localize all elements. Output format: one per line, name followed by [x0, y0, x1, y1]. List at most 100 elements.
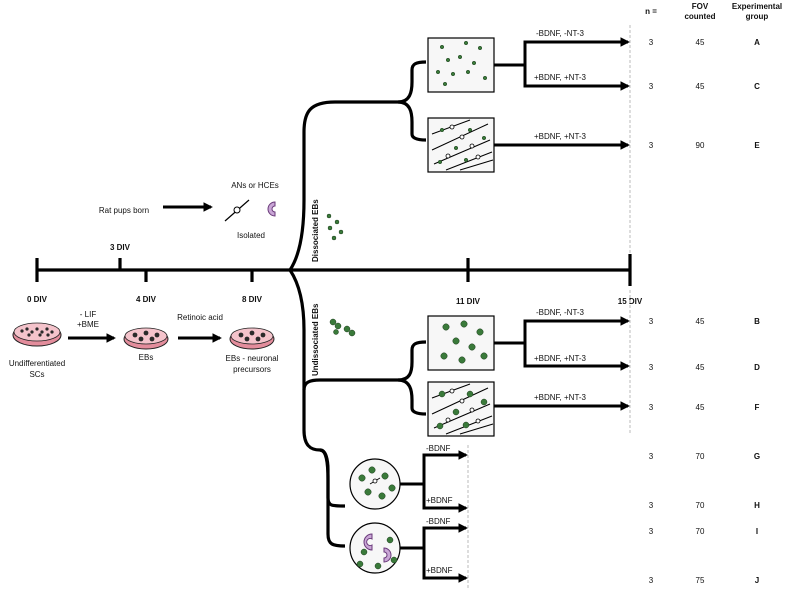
table-header: n = FOV counted Experimental group — [645, 2, 782, 21]
row-g-fov: 70 — [696, 452, 705, 461]
row-g-n: 3 — [649, 452, 654, 461]
dissociated-branch — [288, 100, 398, 271]
row-e-n: 3 — [649, 141, 654, 150]
undifferentiated-label-line2: SCs — [29, 370, 44, 379]
row-a-fov: 45 — [696, 38, 705, 47]
petri-dish-undifferentiated — [12, 322, 62, 347]
row-j-fov: 75 — [696, 576, 705, 585]
petri-dish-ebs — [123, 327, 169, 350]
ebs-label: EBs — [139, 353, 154, 362]
table-row: 3 70 H — [649, 501, 760, 510]
label-4-div: 4 DIV — [136, 295, 157, 304]
row-f-fov: 45 — [696, 403, 705, 412]
row-i-fov: 70 — [696, 527, 705, 536]
group-header-line1: Experimental — [732, 2, 782, 11]
n-header: n = — [645, 7, 657, 16]
rat-pups-section: Rat pups born ANs or HCEs Isolated — [99, 181, 279, 240]
row-d-group: D — [754, 363, 760, 372]
row-c-group: C — [754, 82, 760, 91]
row-g-group: G — [754, 452, 760, 461]
row-e-fov: 90 — [696, 141, 705, 150]
table-row: 3 70 G — [649, 452, 760, 461]
treatment-d: +BDNF, +NT-3 — [534, 354, 587, 363]
treatment-arrows: -BDNF, -NT-3 +BDNF, +NT-3 +BDNF, +NT-3 -… — [400, 29, 630, 583]
treatment-a: -BDNF, -NT-3 — [536, 29, 585, 38]
ans-hces-label: ANs or HCEs — [231, 181, 279, 190]
explant-circle-an — [349, 458, 401, 510]
table-row: 3 70 I — [649, 527, 758, 536]
table-rows: 3 45 A 3 45 C 3 90 E 3 45 B 3 45 D 3 45 … — [649, 38, 761, 585]
fov-header-line1: FOV — [692, 2, 709, 11]
arrow-h — [422, 484, 468, 513]
label-3-div: 3 DIV — [110, 243, 131, 252]
label-0-div: 0 DIV — [27, 295, 48, 304]
box-dissociated-fibers — [427, 117, 495, 173]
arrow-g — [422, 450, 468, 484]
row-d-fov: 45 — [696, 363, 705, 372]
arrow-a — [523, 37, 630, 65]
treatment-h: +BDNF — [426, 496, 453, 505]
treatment-g: -BDNF — [426, 444, 451, 453]
treatment-i: -BDNF — [426, 517, 451, 526]
table-row: 3 90 E — [649, 141, 761, 150]
hair-cell-explant-icon — [267, 201, 276, 217]
isolated-label: Isolated — [237, 231, 265, 240]
box-undissociated-plain — [427, 315, 495, 371]
arrow-d — [523, 343, 630, 371]
table-row: 3 45 D — [649, 363, 760, 372]
row-h-n: 3 — [649, 501, 654, 510]
petri-dish-precursors — [229, 327, 275, 350]
group-header-line2: group — [746, 12, 769, 21]
box-undissociated-fibers — [427, 381, 495, 437]
row-j-group: J — [755, 576, 759, 585]
row-b-group: B — [754, 317, 760, 326]
dissociated-ebs-label: Dissociated EBs — [311, 199, 320, 262]
row-e-group: E — [754, 141, 760, 150]
precursors-label-line1: EBs - neuronal — [226, 354, 279, 363]
lif-label: - LIF — [80, 310, 97, 319]
row-i-n: 3 — [649, 527, 654, 536]
culture-steps: Undifferentiated SCs - LIF +BME EBs Reti… — [9, 310, 279, 379]
row-i-group: I — [756, 527, 758, 536]
box-dissociated-plain — [427, 37, 495, 93]
rat-pups-label: Rat pups born — [99, 206, 149, 215]
label-11-div: 11 DIV — [456, 297, 481, 306]
row-c-n: 3 — [649, 82, 654, 91]
row-a-group: A — [754, 38, 760, 47]
treatment-b: -BDNF, -NT-3 — [536, 308, 585, 317]
branch-lines: Dissociated EBs Undissociated EBs — [288, 60, 427, 548]
row-h-group: H — [754, 501, 760, 510]
fov-header-line2: counted — [684, 12, 715, 21]
brace-b-bottom — [397, 378, 427, 416]
brace-a-bottom — [397, 100, 427, 142]
explant-brace-top — [319, 448, 346, 508]
table-row: 3 75 J — [649, 576, 759, 585]
row-b-fov: 45 — [696, 317, 705, 326]
precursors-label-line2: precursors — [233, 365, 271, 374]
dissociated-cells-decor — [326, 213, 344, 241]
table-row: 3 45 B — [649, 317, 760, 326]
explant-circle-hce — [349, 522, 401, 574]
table-row: 3 45 C — [649, 82, 760, 91]
timeline: 0 DIV 3 DIV 4 DIV 8 DIV 11 DIV 15 DIV — [27, 243, 643, 306]
row-f-group: F — [755, 403, 760, 412]
explant-brace-bottom — [319, 448, 346, 548]
row-j-n: 3 — [649, 576, 654, 585]
arrow-b — [523, 316, 630, 343]
undissociated-branch — [288, 269, 321, 452]
brace-b-top — [302, 340, 427, 391]
undissociated-cells-decor — [329, 318, 356, 337]
bme-label: +BME — [77, 320, 99, 329]
undifferentiated-label-line1: Undifferentiated — [9, 359, 65, 368]
auditory-neuron-icon — [224, 199, 250, 222]
brace-a-top — [397, 60, 427, 104]
row-h-fov: 70 — [696, 501, 705, 510]
row-b-n: 3 — [649, 317, 654, 326]
retinoic-acid-label: Retinoic acid — [177, 313, 223, 322]
treatment-j: +BDNF — [426, 566, 453, 575]
treatment-c: +BDNF, +NT-3 — [534, 73, 587, 82]
table-row: 3 45 F — [649, 403, 760, 412]
arrow-j — [422, 548, 468, 583]
row-d-n: 3 — [649, 363, 654, 372]
